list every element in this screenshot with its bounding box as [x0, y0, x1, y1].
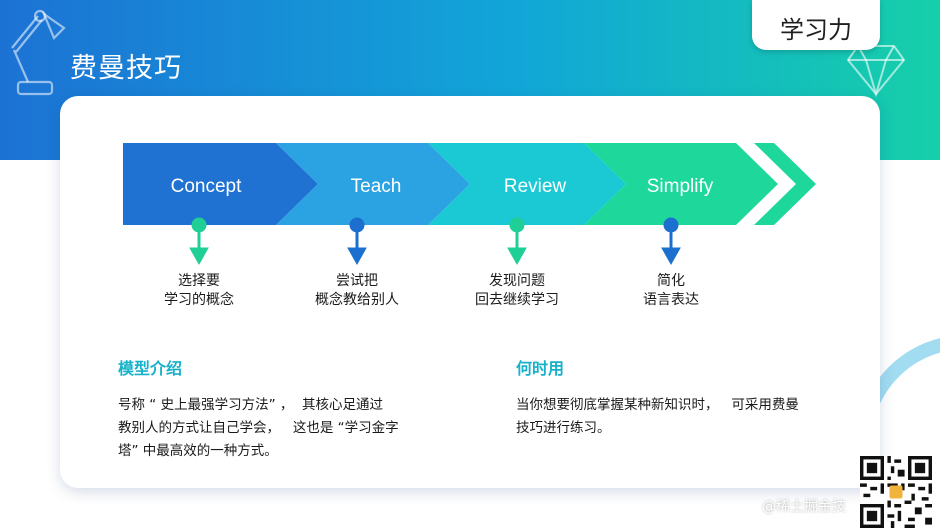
- step-desc-line: 简化: [657, 273, 685, 289]
- trailing-chevron-icon: [754, 143, 816, 225]
- model-section-title: 模型介绍: [118, 359, 183, 378]
- step-desc-simplify: 简化 语言表达: [601, 272, 741, 310]
- step-desc-line: 概念教给别人: [315, 292, 399, 308]
- step-marker-simplify: [661, 217, 681, 266]
- step-desc-line: 回去继续学习: [475, 292, 559, 308]
- category-tag: 学习力: [752, 0, 880, 50]
- step-desc-line: 发现问题: [489, 273, 545, 289]
- step-desc-line: 尝试把: [336, 273, 378, 289]
- step-arrow-review: [428, 143, 626, 225]
- step-marker-review: [507, 217, 527, 266]
- watermark-text: @稀土掘金技: [762, 499, 846, 515]
- category-tag-label: 学习力: [780, 16, 852, 44]
- step-marker-concept: [189, 217, 209, 266]
- qr-code-icon: [860, 456, 932, 528]
- step-desc-review: 发现问题 回去继续学习: [447, 272, 587, 310]
- step-arrow-concept: [123, 143, 318, 225]
- when-section-title: 何时用: [516, 359, 565, 378]
- when-section-body: 当你想要彻底掌握某种新知识时， 可采用费曼 技巧进行练习。: [516, 397, 799, 436]
- step-desc-line: 学习的概念: [164, 292, 234, 308]
- model-section-body: 号称 “ 史上最强学习方法” ， 其核心足通过 教别人的方式让自己学会， 这也是…: [118, 397, 399, 459]
- step-label-review: Review: [503, 176, 567, 197]
- step-desc-teach: 尝试把 概念教给别人: [287, 272, 427, 310]
- step-desc-line: 选择要: [178, 273, 220, 289]
- step-label-teach: Teach: [350, 176, 402, 197]
- step-desc-line: 语言表达: [643, 292, 699, 308]
- step-marker-teach: [347, 217, 367, 266]
- page-title: 费曼技巧: [70, 53, 182, 84]
- diamond-icon: [846, 45, 906, 98]
- step-arrow-teach: [276, 143, 470, 225]
- step-desc-concept: 选择要 学习的概念: [129, 272, 269, 310]
- step-arrow-simplify: [584, 143, 778, 225]
- step-label-simplify: Simplify: [646, 176, 714, 197]
- desk-lamp-icon: [11, 9, 66, 96]
- step-label-concept: Concept: [170, 176, 242, 197]
